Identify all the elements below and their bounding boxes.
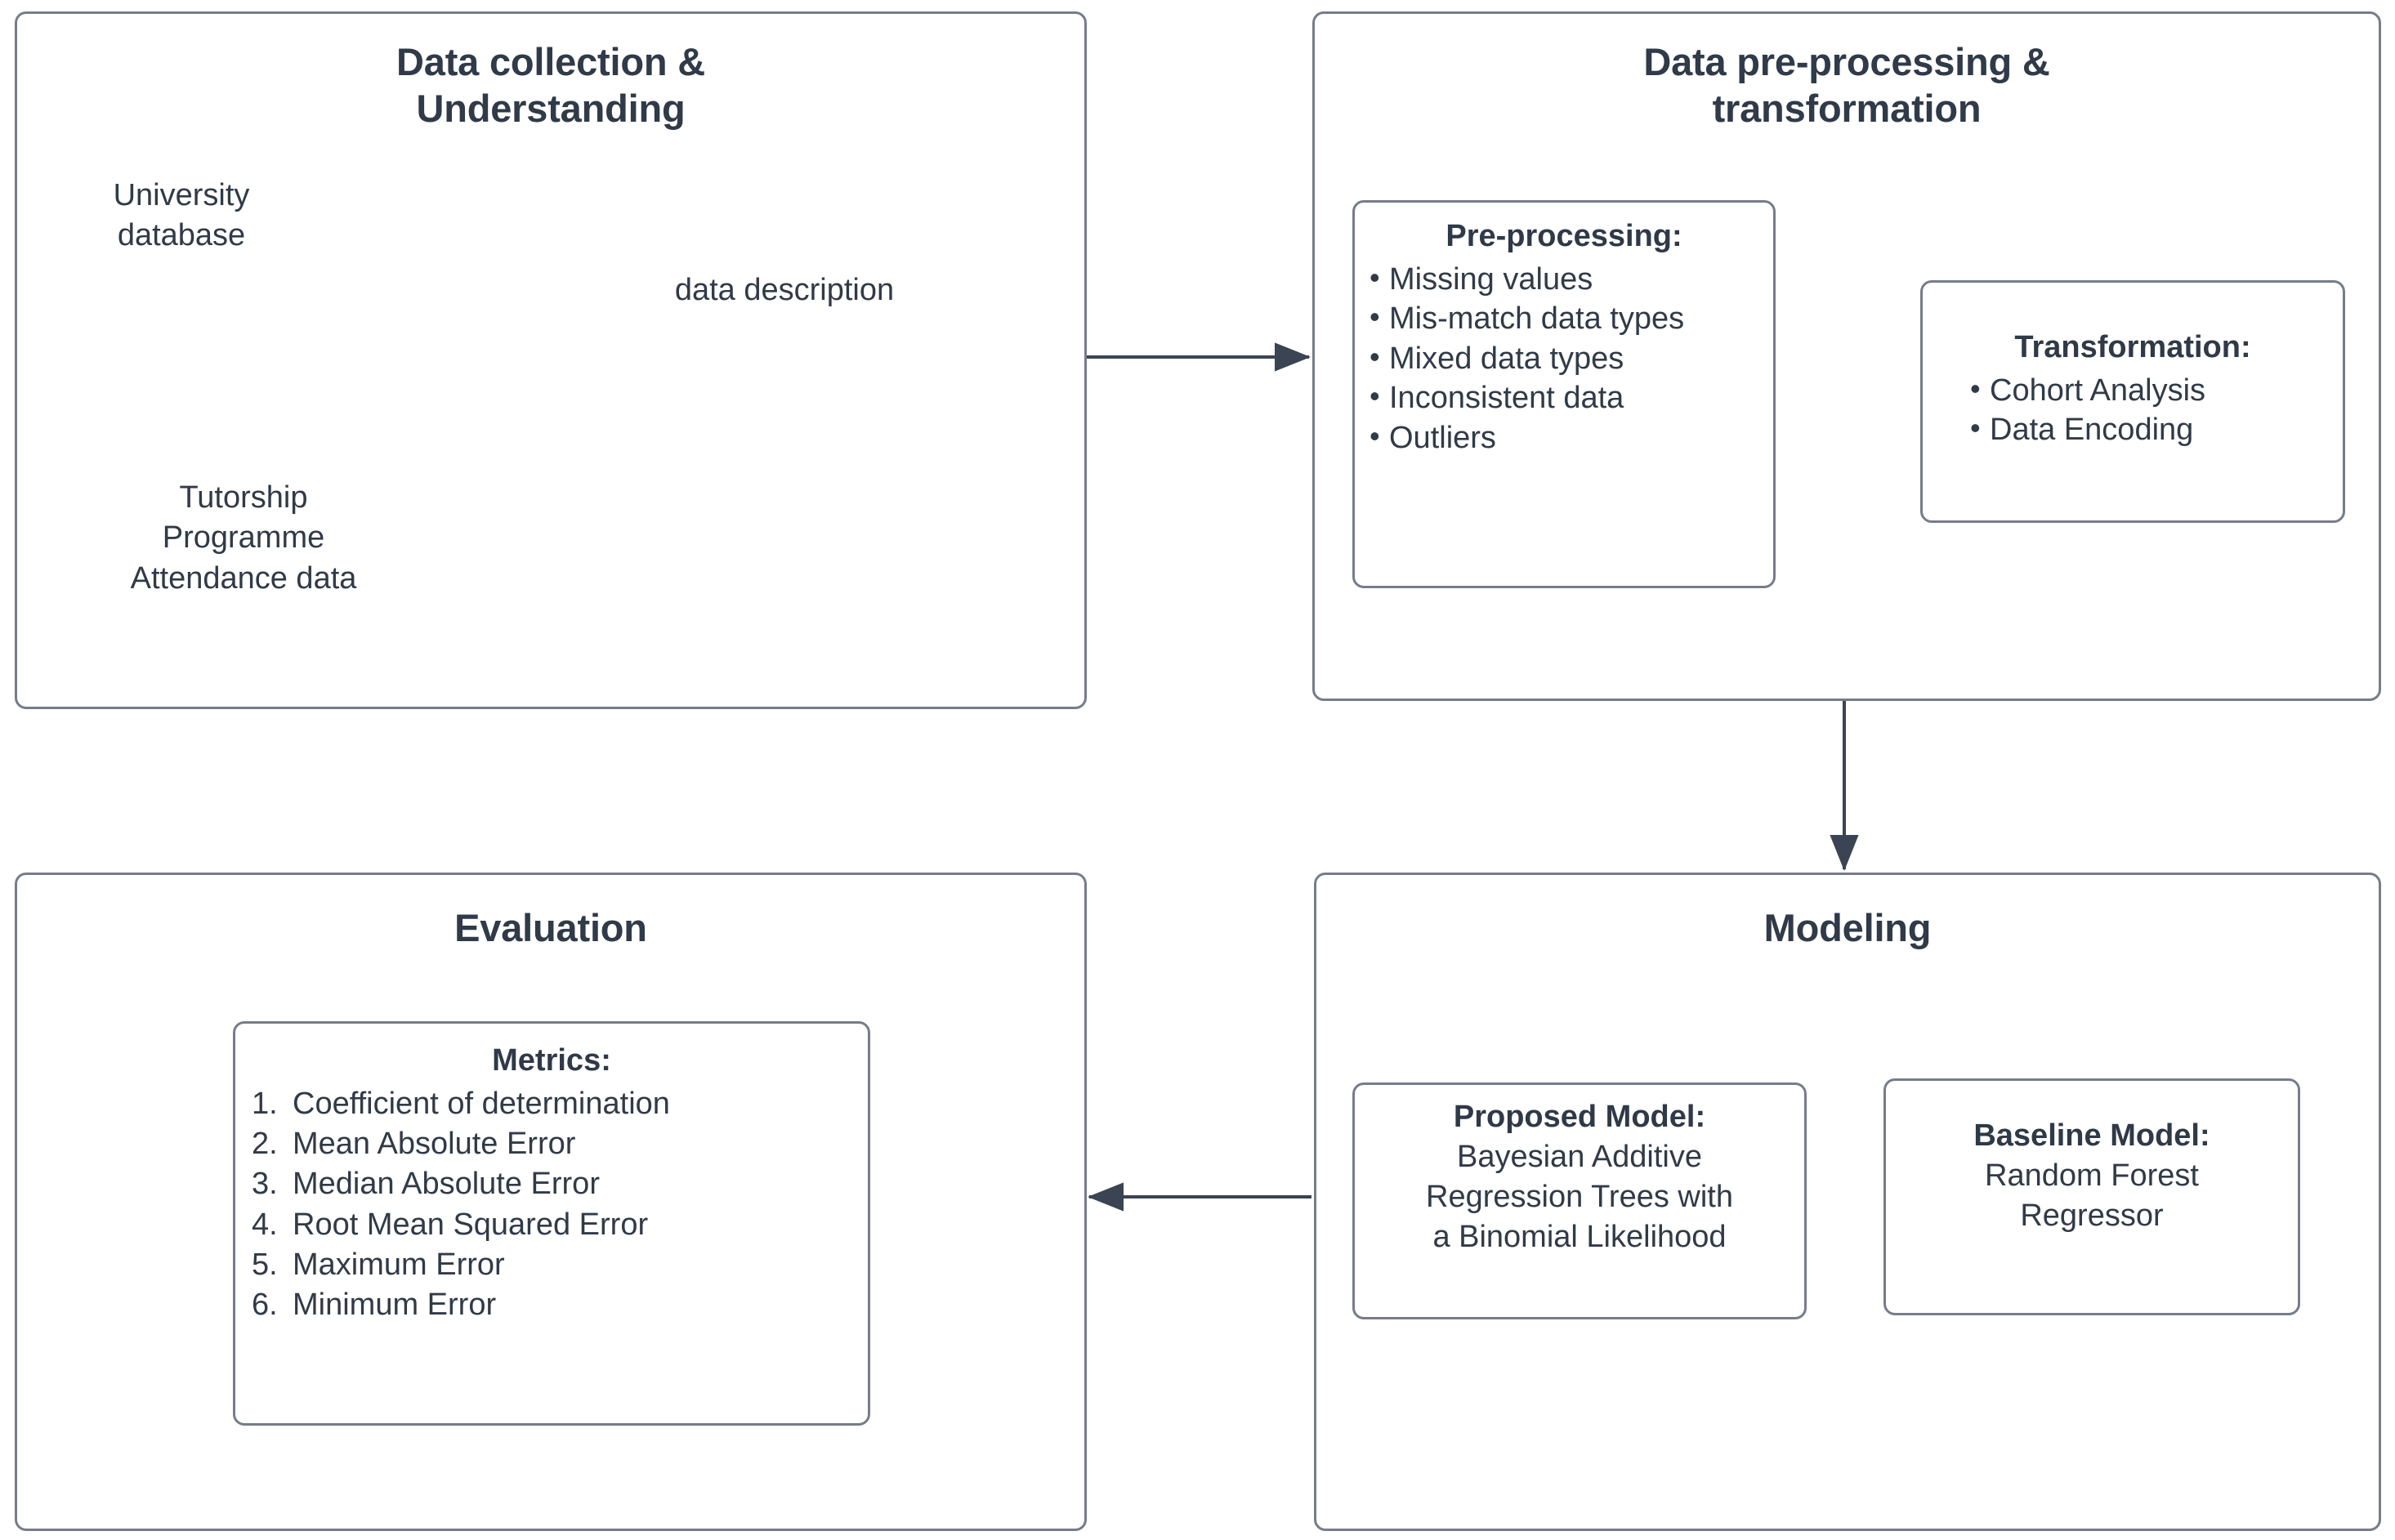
attendance-data-label: Tutorship Programme Attendance data (88, 478, 399, 599)
proposed-model-body: Bayesian Additive Regression Trees with … (1363, 1137, 1796, 1258)
proposed-model-body-line3: a Binomial Likelihood (1432, 1220, 1727, 1255)
attendance-data-label-line2: Programme (162, 520, 325, 556)
panel-modeling-title: Modeling (1763, 906, 1932, 949)
attendance-data-label-line1: Tutorship (179, 480, 308, 515)
baseline-model-body-line2: Regressor (2020, 1198, 2164, 1233)
metrics-box: Metrics: Coefficient of determination Me… (233, 1021, 870, 1426)
list-item: Minimum Error (252, 1285, 497, 1326)
data-description-label: data description (674, 273, 895, 307)
list-item: Mixed data types (1361, 338, 1767, 379)
panel-data-collection-title: Data collection & Understanding (17, 38, 1084, 132)
metrics-box-list: Coefficient of determination Mean Absolu… (250, 1084, 853, 1327)
proposed-model-box: Proposed Model: Bayesian Additive Regres… (1352, 1082, 1807, 1319)
list-item: Inconsistent data (1361, 377, 1767, 418)
baseline-model-body: Random Forest Regressor (1894, 1156, 2290, 1237)
baseline-model-heading: Baseline Model: (1973, 1118, 2210, 1153)
university-database-label-line2: database (117, 218, 246, 253)
list-item: Coefficient of determination (252, 1084, 670, 1125)
panel-preprocessing-title-line1: Data pre-processing & (1643, 40, 2050, 83)
attendance-data-label-line3: Attendance data (130, 560, 357, 596)
list-item: Missing values (1361, 259, 1767, 300)
list-item: Mean Absolute Error (252, 1124, 576, 1165)
panel-preprocessing-title-line2: transformation (1712, 87, 1982, 131)
list-item: Mis-match data types (1361, 298, 1767, 339)
list-item: Cohort Analysis (1962, 370, 2331, 411)
preprocessing-box-list: Missing values Mis-match data types Mixe… (1361, 259, 1767, 458)
proposed-model-body-line2: Regression Trees with (1426, 1179, 1733, 1214)
transformation-box: Transformation: Cohort Analysis Data Enc… (1920, 280, 2345, 523)
list-item: Data Encoding (1962, 409, 2331, 450)
panel-data-collection: Data collection & Understanding (15, 11, 1087, 709)
preprocessing-box-heading: Pre-processing: (1445, 219, 1682, 253)
baseline-model-box: Baseline Model: Random Forest Regressor (1883, 1078, 2300, 1315)
metrics-box-heading: Metrics: (492, 1043, 611, 1078)
preprocessing-box: Pre-processing: Missing values Mis-match… (1352, 200, 1776, 588)
list-item: Maximum Error (252, 1245, 505, 1286)
list-item: Outliers (1361, 417, 1767, 458)
proposed-model-heading: Proposed Model: (1453, 1100, 1706, 1134)
proposed-model-body-line1: Bayesian Additive (1457, 1139, 1702, 1174)
university-database-label: University database (92, 176, 271, 257)
panel-data-collection-title-line1: Data collection & (396, 40, 705, 83)
baseline-model-body-line1: Random Forest (1985, 1158, 2199, 1193)
transformation-box-heading: Transformation: (2014, 330, 2251, 364)
panel-preprocessing-title: Data pre-processing & transformation (1315, 38, 2379, 132)
university-database-label-line1: University (113, 178, 250, 212)
panel-data-collection-title-line2: Understanding (416, 87, 686, 131)
list-item: Median Absolute Error (252, 1164, 600, 1205)
list-item: Root Mean Squared Error (252, 1205, 649, 1246)
panel-evaluation-title: Evaluation (454, 906, 647, 949)
transformation-box-list: Cohort Analysis Data Encoding (1934, 370, 2331, 450)
